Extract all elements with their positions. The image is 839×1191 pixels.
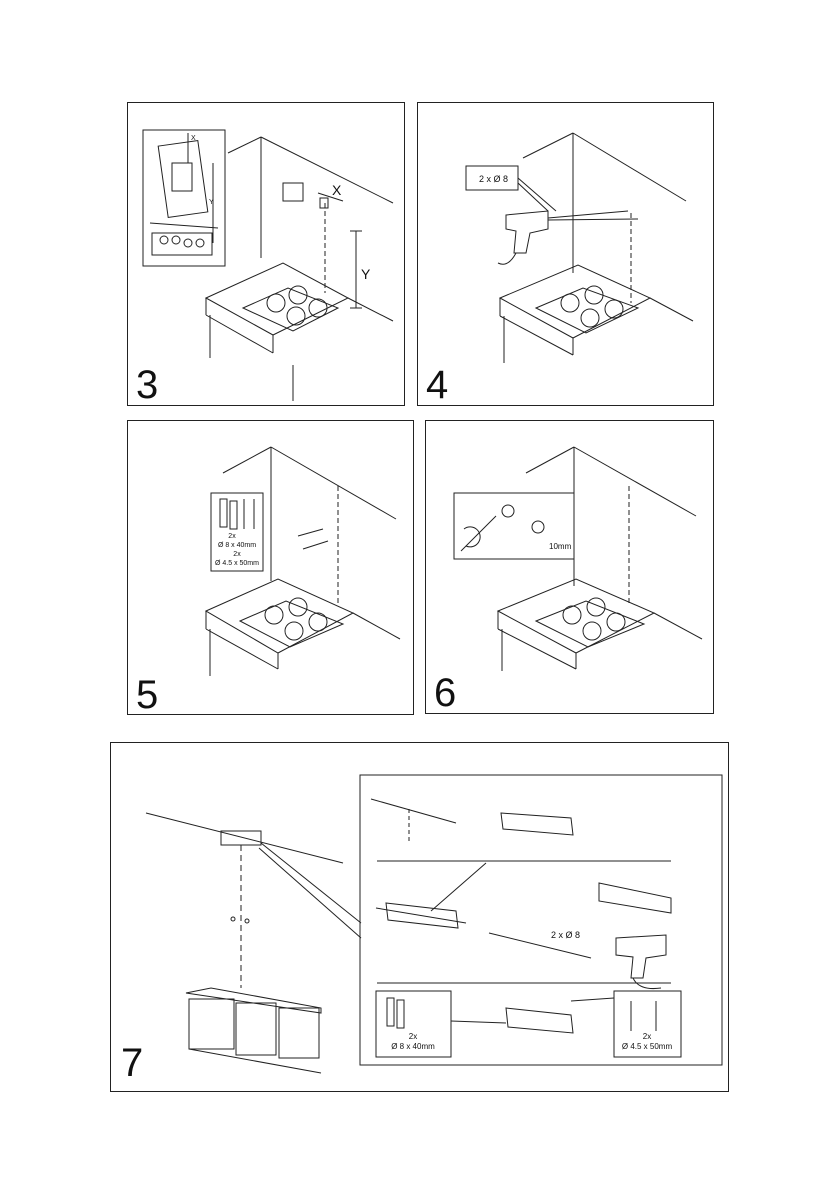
step-7-illustration: 2 x Ø 8 2x Ø 8 x 40mm 2x Ø 4.5 x 50mm xyxy=(145,774,723,1074)
step-4-drill-label: 2 x Ø 8 xyxy=(479,174,508,184)
step-5-panel: 2x Ø 8 x 40mm 2x Ø 4.5 x 50mm 5 xyxy=(127,420,414,715)
step-3-illustration: Y X X Y xyxy=(142,129,394,401)
step-3-x-label: X xyxy=(332,182,342,198)
step-5-size-b: Ø 4.5 x 50mm xyxy=(215,560,259,567)
step-7-panel: 2 x Ø 8 2x Ø 8 x 40mm 2x Ø 4.5 x 50mm 7 xyxy=(110,742,729,1092)
step-3-panel: Y X X Y 3 xyxy=(127,102,405,406)
step-7-size-b: Ø 4.5 x 50mm xyxy=(622,1042,673,1051)
step-5-qty-a: 2x xyxy=(228,533,236,540)
step-6-gap-label: 10mm xyxy=(549,542,572,551)
step-6-panel: 10mm 6 xyxy=(425,420,714,714)
step-7-qty-b: 2x xyxy=(643,1032,651,1041)
step-4-illustration: 2 x Ø 8 xyxy=(465,132,694,363)
step-7-qty-a: 2x xyxy=(409,1032,417,1041)
step-5-number: 5 xyxy=(136,673,159,717)
step-5-illustration: 2x Ø 8 x 40mm 2x Ø 4.5 x 50mm xyxy=(204,446,401,676)
step-4-number: 4 xyxy=(426,363,449,407)
step-3-inset-x-label: X xyxy=(191,135,196,142)
step-6-illustration: 10mm xyxy=(453,446,703,671)
step-3-number: 3 xyxy=(136,363,159,407)
step-7-size-a: Ø 8 x 40mm xyxy=(391,1042,435,1051)
step-5-size-a: Ø 8 x 40mm xyxy=(218,542,256,549)
step-3-y-label: Y xyxy=(361,266,371,282)
step-7-number: 7 xyxy=(121,1041,144,1085)
step-6-number: 6 xyxy=(434,671,457,715)
step-7-drill-label: 2 x Ø 8 xyxy=(551,930,580,940)
step-3-inset-y-label: Y xyxy=(209,199,214,206)
step-5-qty-b: 2x xyxy=(233,551,241,558)
step-4-panel: 2 x Ø 8 4 xyxy=(417,102,714,406)
